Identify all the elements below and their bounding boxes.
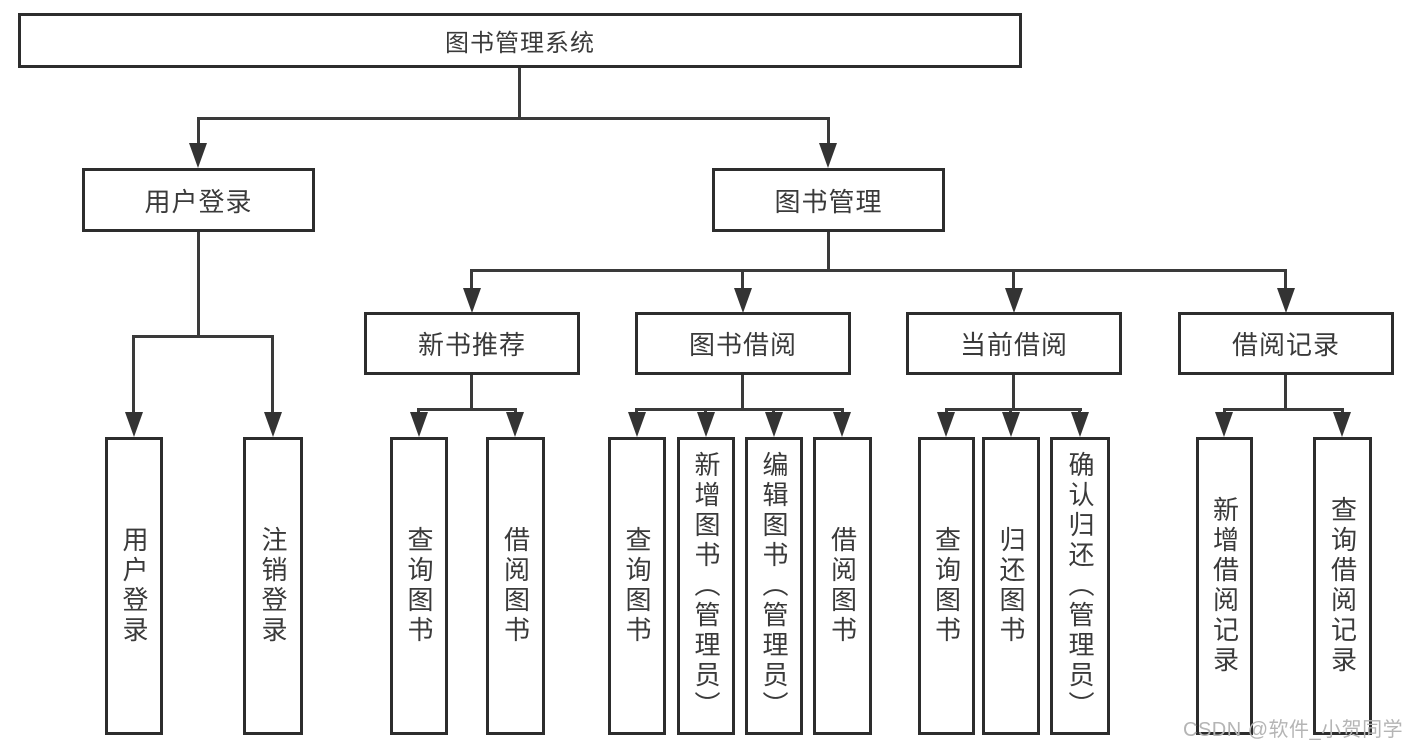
edge-book-mgmt-drop-2 — [741, 269, 744, 291]
edge-root-stem — [518, 68, 521, 120]
leaf-query-borrow-record: 查询借阅记录 — [1313, 437, 1372, 735]
node-borrow-records: 借阅记录 — [1178, 312, 1394, 375]
edge-user-login-crossbar — [132, 335, 274, 338]
edge-new-book-crossbar — [417, 408, 517, 411]
leaf-confirm-return-admin: 确认归还（管理员） — [1050, 437, 1110, 735]
leaf-borrow-borrow-books-label: 借阅图书 — [827, 526, 858, 646]
arrowhead-down-icon — [937, 412, 955, 437]
leaf-newbook-query-books-label: 查询图书 — [404, 526, 434, 646]
leaf-confirm-return-admin-label: 确认归还（管理员） — [1065, 451, 1095, 721]
edge-root-right-drop — [827, 117, 830, 147]
arrowhead-down-icon — [410, 412, 428, 437]
arrowhead-down-icon — [697, 412, 715, 437]
edge-new-book-stem — [470, 375, 473, 411]
leaf-borrow-query-books-label: 查询图书 — [622, 526, 652, 646]
leaf-user-login: 用户登录 — [105, 437, 163, 735]
leaf-logout: 注销登录 — [243, 437, 303, 735]
edge-book-borrow-stem — [741, 375, 744, 411]
arrowhead-down-icon — [463, 288, 481, 313]
node-root-book-management-system: 图书管理系统 — [18, 13, 1022, 68]
node-new-book-recommend-label: 新书推荐 — [417, 330, 526, 360]
arrowhead-down-icon — [628, 412, 646, 437]
edge-book-mgmt-drop-1 — [470, 269, 473, 291]
arrowhead-down-icon — [734, 288, 752, 313]
leaf-edit-books-admin-label: 编辑图书（管理员） — [759, 451, 789, 721]
leaf-logout-label: 注销登录 — [258, 526, 288, 646]
leaf-current-query-books-label: 查询图书 — [931, 526, 962, 646]
leaf-add-borrow-record: 新增借阅记录 — [1196, 437, 1253, 735]
node-current-borrow: 当前借阅 — [906, 312, 1122, 375]
arrowhead-down-icon — [1333, 412, 1351, 437]
node-current-borrow-label: 当前借阅 — [959, 330, 1068, 360]
edge-book-mgmt-stem — [827, 232, 830, 272]
arrowhead-down-icon — [765, 412, 783, 437]
leaf-add-books-admin-label: 新增图书（管理员） — [691, 451, 721, 721]
edge-user-login-stem — [197, 232, 200, 338]
node-book-management-label: 图书管理 — [774, 186, 883, 217]
edge-book-mgmt-drop-3 — [1012, 269, 1015, 291]
edge-current-borrow-stem — [1012, 375, 1015, 411]
leaf-newbook-borrow-books: 借阅图书 — [486, 437, 545, 735]
node-root-label: 图书管理系统 — [445, 30, 595, 57]
arrowhead-down-icon — [1002, 412, 1020, 437]
leaf-borrow-query-books: 查询图书 — [608, 437, 666, 735]
arrowhead-down-icon — [264, 412, 282, 437]
leaf-borrow-borrow-books: 借阅图书 — [813, 437, 872, 735]
edge-root-crossbar — [197, 117, 830, 120]
arrowhead-down-icon — [833, 412, 851, 437]
node-book-management: 图书管理 — [712, 168, 945, 232]
arrowhead-down-icon — [1215, 412, 1233, 437]
edge-user-login-right-drop — [271, 335, 274, 415]
edge-borrow-records-stem — [1284, 375, 1287, 411]
arrowhead-down-icon — [506, 412, 524, 437]
node-user-login: 用户登录 — [82, 168, 315, 232]
arrowhead-down-icon — [1005, 288, 1023, 313]
node-borrow-records-label: 借阅记录 — [1231, 330, 1340, 360]
node-user-login-label: 用户登录 — [144, 186, 253, 217]
edge-current-borrow-crossbar — [945, 408, 1082, 411]
edge-root-left-drop — [197, 117, 200, 147]
edge-borrow-records-crossbar — [1223, 408, 1344, 411]
node-book-borrow-label: 图书借阅 — [688, 330, 797, 360]
leaf-add-borrow-record-label: 新增借阅记录 — [1209, 496, 1240, 676]
leaf-newbook-query-books: 查询图书 — [390, 437, 448, 735]
csdn-watermark: CSDN @软件_小贺同学 — [1183, 719, 1404, 741]
leaf-query-borrow-record-label: 查询借阅记录 — [1327, 496, 1358, 676]
node-book-borrow: 图书借阅 — [635, 312, 851, 375]
leaf-edit-books-admin: 编辑图书（管理员） — [745, 437, 803, 735]
arrowhead-down-icon — [189, 143, 207, 168]
leaf-newbook-borrow-books-label: 借阅图书 — [500, 526, 531, 646]
node-new-book-recommend: 新书推荐 — [364, 312, 580, 375]
arrowhead-down-icon — [1277, 288, 1295, 313]
leaf-add-books-admin: 新增图书（管理员） — [677, 437, 735, 735]
arrowhead-down-icon — [125, 412, 143, 437]
leaf-return-books-label: 归还图书 — [996, 526, 1026, 646]
leaf-user-login-label: 用户登录 — [119, 526, 149, 646]
leaf-return-books: 归还图书 — [982, 437, 1040, 735]
edge-book-borrow-crossbar — [635, 408, 844, 411]
edge-book-mgmt-crossbar — [470, 269, 1287, 272]
arrowhead-down-icon — [1071, 412, 1089, 437]
edge-user-login-left-drop — [132, 335, 135, 415]
arrowhead-down-icon — [819, 143, 837, 168]
leaf-current-query-books: 查询图书 — [918, 437, 975, 735]
edge-book-mgmt-drop-4 — [1284, 269, 1287, 291]
